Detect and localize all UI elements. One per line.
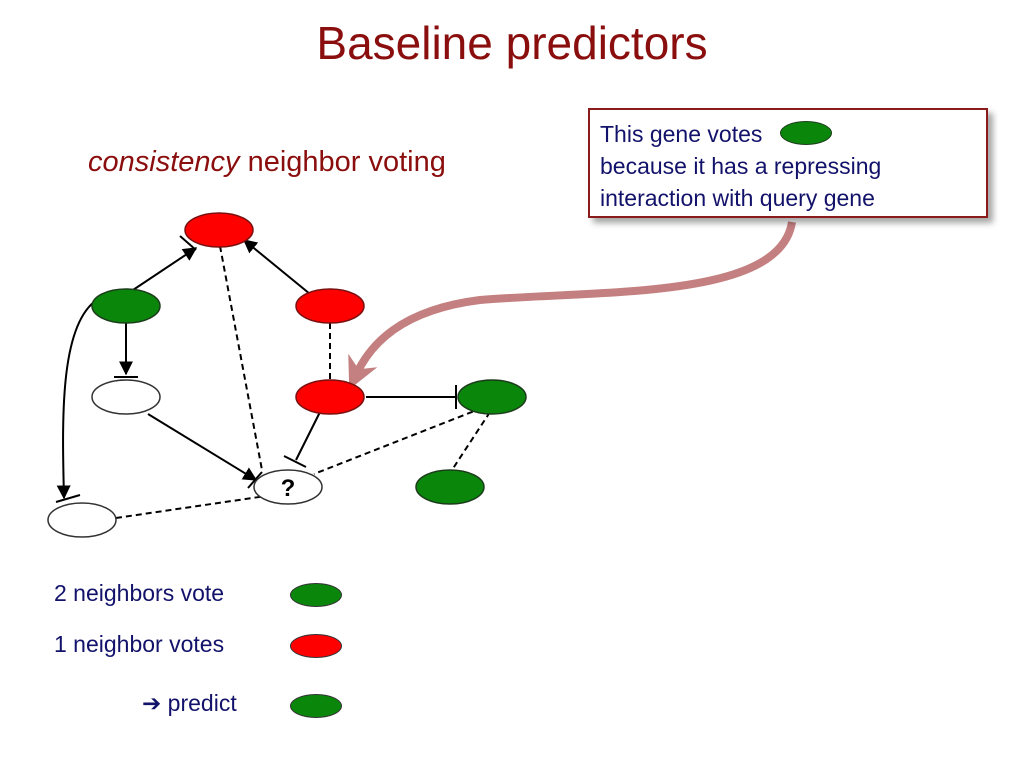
- edge-query-tbar-left: [247, 471, 263, 489]
- callout-text-1: This gene votes: [600, 121, 763, 147]
- node-left-green: [91, 288, 161, 324]
- edge-topred-query: [219, 245, 263, 471]
- slide-title: Baseline predictors: [316, 17, 708, 69]
- query-node-label: ?: [281, 475, 296, 502]
- node-right-green: [457, 379, 527, 415]
- diagram-subtitle: consistency neighbor voting: [88, 146, 446, 179]
- callout-line-1: This gene votes: [600, 118, 976, 150]
- legend-row-2-red-oval: [290, 634, 342, 658]
- edge-bottomleft-tbar: [55, 494, 81, 503]
- callout-pointer-arrow: [348, 221, 796, 390]
- edge-leftgreen-topred: [129, 247, 198, 293]
- legend-row-1-green-oval: [290, 583, 342, 607]
- node-top-red: [184, 212, 254, 248]
- callout-line-2: because it has a repressing: [600, 153, 882, 179]
- edge-leftgreen-bottomleft: [56, 301, 95, 500]
- callout-box: This gene votes because it has a repress…: [588, 108, 988, 218]
- node-bottom-left-empty: [47, 502, 117, 538]
- legend-row-1-label: 2 neighbors vote: [54, 580, 225, 606]
- edge-rightred-topred: [242, 239, 311, 295]
- legend-row-3-green-oval: [290, 694, 342, 718]
- callout-line-3: interaction with query gene: [600, 185, 875, 211]
- edge-bottomleft-query: [115, 495, 267, 519]
- edge-rightgreen-query: [313, 407, 483, 475]
- edge-rightgreen-bottomgreen: [451, 411, 491, 471]
- edge-leftempty-query: [147, 413, 258, 481]
- node-query: [253, 469, 323, 505]
- predict-arrow-icon: ➔: [142, 690, 162, 716]
- node-left-empty: [91, 379, 161, 415]
- edge-topred-tbar: [179, 235, 197, 251]
- legend-row-3-label: ➔ predict: [142, 690, 237, 717]
- edge-centerred-query: [295, 411, 321, 461]
- callout-green-oval: [780, 121, 833, 145]
- legend-row-2-label: 1 neighbor votes: [54, 631, 225, 657]
- node-right-red-upper: [295, 288, 365, 324]
- subtitle-italic: consistency: [88, 146, 240, 178]
- edge-centerred-query-bar: [283, 455, 307, 468]
- subtitle-rest: neighbor voting: [239, 146, 446, 178]
- node-bottom-green: [415, 469, 485, 505]
- legend-row-3-text: predict: [161, 690, 237, 716]
- node-center-red: [295, 379, 365, 415]
